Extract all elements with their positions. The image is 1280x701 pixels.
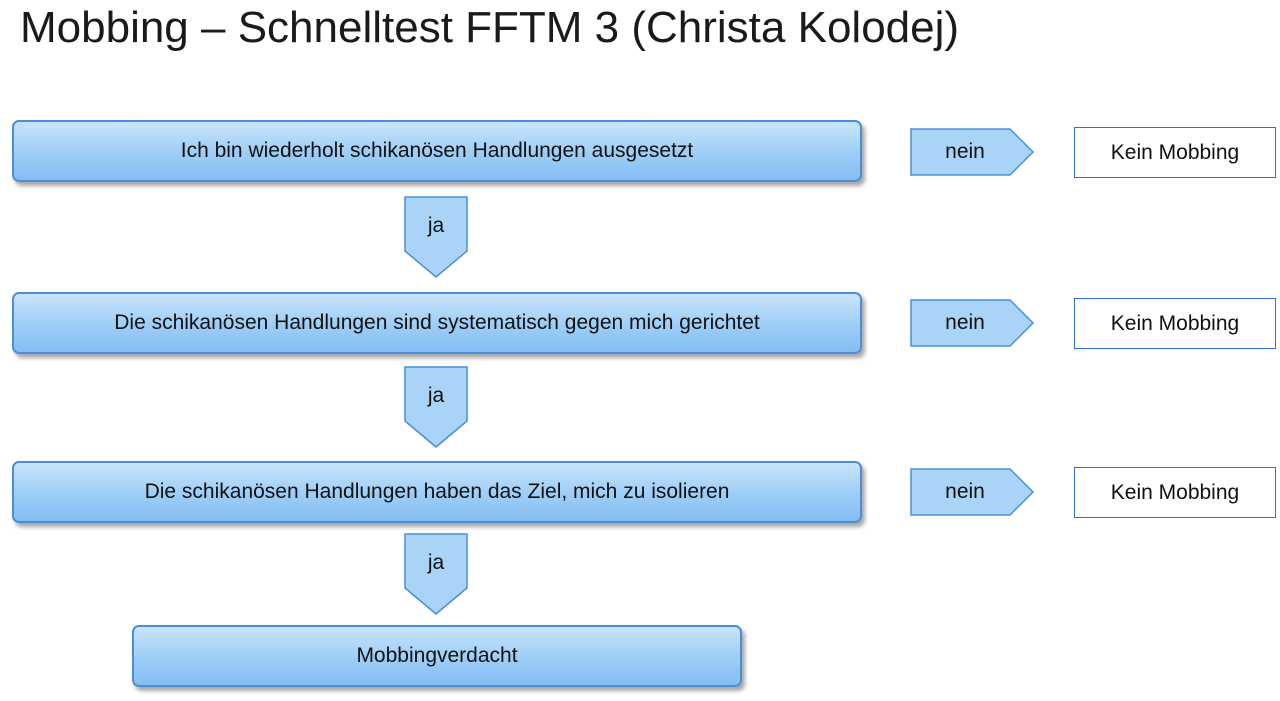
right-arrow-icon [910,128,1035,176]
nein-arrow-2: nein [910,299,1035,347]
question-label-1: Ich bin wiederholt schikanösen Handlunge… [180,139,694,162]
right-arrow-icon [910,299,1035,347]
ja-arrow-1: ja [404,196,468,278]
nein-label-3: nein [945,480,985,503]
nein-label-2: nein [945,311,985,334]
kein-mobbing-label-1: Kein Mobbing [1110,140,1240,164]
kein-mobbing-box-2: Kein Mobbing [1074,298,1276,349]
nein-label-1: nein [945,140,985,163]
ja-arrow-3: ja [404,533,468,615]
ja-label-1: ja [427,214,445,237]
question-box-3: Die schikanösen Handlungen haben das Zie… [12,461,862,523]
nein-arrow-1: nein [910,128,1035,176]
question-label-2: Die schikanösen Handlungen sind systemat… [114,311,760,334]
right-arrow-icon [910,468,1035,516]
kein-mobbing-label-3: Kein Mobbing [1110,480,1240,504]
ja-label-3: ja [427,551,445,574]
nein-arrow-3: nein [910,468,1035,516]
down-arrow-icon [404,196,468,278]
question-box-1: Ich bin wiederholt schikanösen Handlunge… [12,120,862,182]
ja-label-2: ja [427,384,445,407]
down-arrow-icon [404,366,468,448]
kein-mobbing-label-2: Kein Mobbing [1110,311,1240,335]
ja-arrow-2: ja [404,366,468,448]
page-title: Mobbing – Schnelltest FFTM 3 (Christa Ko… [20,3,960,52]
final-result-label: Mobbingverdacht [356,644,518,667]
down-arrow-icon [404,533,468,615]
question-box-2: Die schikanösen Handlungen sind systemat… [12,292,862,354]
final-result-box: Mobbingverdacht [132,625,742,687]
kein-mobbing-box-1: Kein Mobbing [1074,127,1276,178]
kein-mobbing-box-3: Kein Mobbing [1074,467,1276,518]
question-label-3: Die schikanösen Handlungen haben das Zie… [144,480,730,503]
